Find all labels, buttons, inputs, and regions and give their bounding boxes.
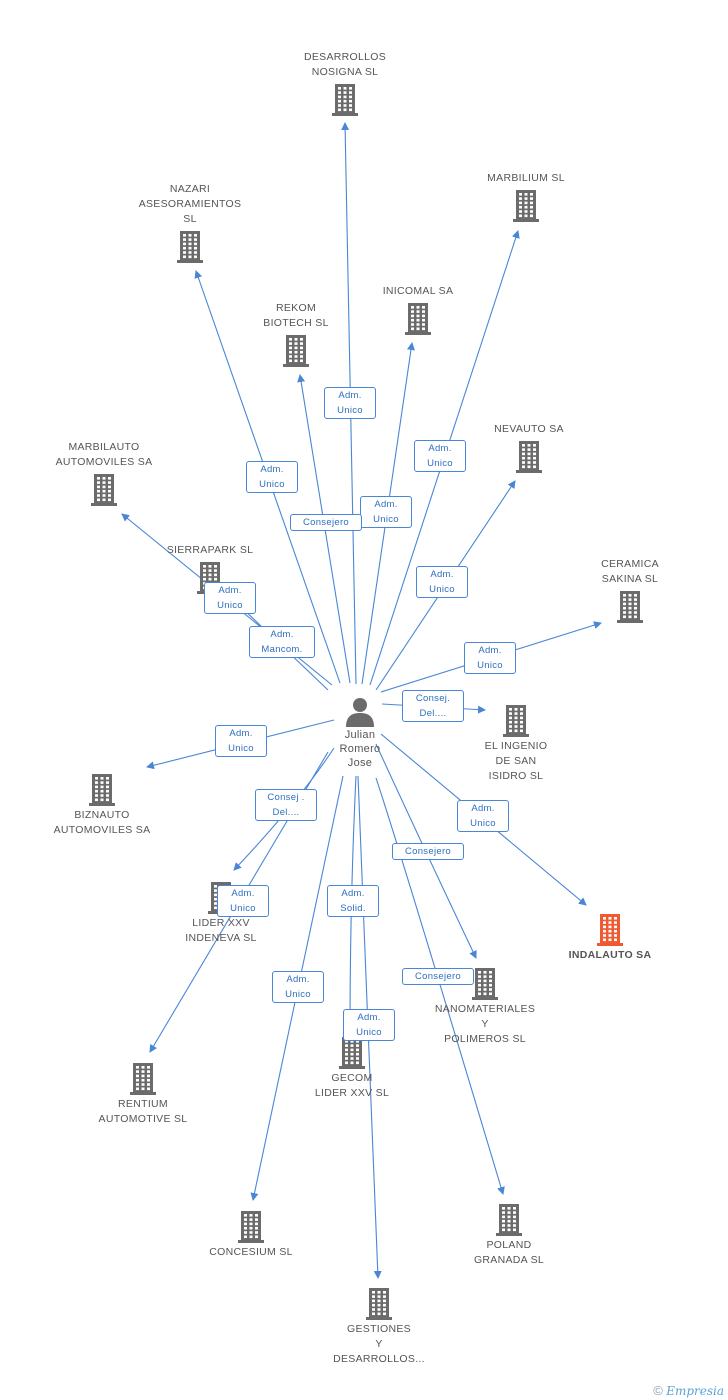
company-name: MARBILAUTO AUTOMOVILES SA (55, 441, 153, 468)
relation-label-marbilauto[interactable]: Adm. Mancom. (249, 626, 315, 658)
company-name: SIERRAPARK SL (166, 544, 254, 556)
building-icon (366, 1288, 392, 1320)
watermark: © Empresia (653, 1383, 724, 1398)
company-node-rentium[interactable]: RENTIUM AUTOMOTIVE SL (78, 1061, 208, 1127)
relation-label-rekom[interactable]: Consejero (290, 513, 362, 531)
building-icon (516, 441, 542, 473)
company-node-biznauto[interactable]: BIZNAUTO AUTOMOVILES SA (37, 772, 167, 838)
company-name: CONCESIUM SL (209, 1246, 293, 1258)
relation-label-desarrollos-nosigna[interactable]: Adm. Unico (324, 387, 376, 419)
company-node-nazari[interactable]: NAZARI ASESORAMIENTOS SL (125, 182, 255, 263)
relation-label-lider-indeneva[interactable]: Consej . Del.... (255, 789, 317, 821)
company-node-concesium[interactable]: CONCESIUM SL (186, 1209, 316, 1260)
company-name: REKOM BIOTECH SL (263, 302, 329, 329)
person-node[interactable]: Julian Romero Jose (320, 696, 400, 770)
company-node-rekom[interactable]: REKOM BIOTECH SL (231, 301, 361, 367)
relation-label-ingenio[interactable]: Consej. Del.... (402, 690, 464, 722)
relation-label-ceramica[interactable]: Adm. Unico (464, 642, 516, 674)
company-node-indalauto[interactable]: INDALAUTO SA (545, 912, 675, 963)
building-icon (503, 705, 529, 737)
relation-label-poland[interactable]: Consejero (402, 967, 474, 985)
building-icon (472, 968, 498, 1000)
building-icon (597, 914, 623, 946)
building-icon (496, 1204, 522, 1236)
relation-label-nazari[interactable]: Adm. Unico (246, 461, 298, 493)
relation-label-inicomal[interactable]: Adm. Unico (360, 496, 412, 528)
company-node-nanomateriales[interactable]: NANOMATERIALES Y POLIMEROS SL (420, 966, 550, 1047)
company-name: NANOMATERIALES Y POLIMEROS SL (434, 1003, 536, 1045)
company-name: INDALAUTO SA (568, 949, 652, 961)
company-name: POLAND GRANADA SL (473, 1239, 545, 1266)
company-name: CERAMICA SAKINA SL (601, 558, 659, 585)
building-icon (405, 303, 431, 335)
relation-label-indalauto[interactable]: Adm. Unico (457, 800, 509, 832)
building-icon (617, 591, 643, 623)
company-node-desarrollos-nosigna[interactable]: DESARROLLOS NOSIGNA SL (280, 50, 410, 116)
company-node-marbilauto[interactable]: MARBILAUTO AUTOMOVILES SA (39, 440, 169, 506)
person-icon (346, 698, 374, 727)
relation-label-rentium[interactable]: Adm. Unico (217, 885, 269, 917)
company-node-nevauto[interactable]: NEVAUTO SA (464, 422, 594, 473)
edge-rentium (149, 751, 329, 1053)
building-icon (513, 190, 539, 222)
building-icon (89, 774, 115, 806)
relation-label-nanomateriales[interactable]: Consejero (392, 842, 464, 860)
company-node-gecom[interactable]: GECOM LIDER XXV SL (287, 1035, 417, 1101)
company-node-ceramica[interactable]: CERAMICA SAKINA SL (565, 557, 695, 623)
company-name: LIDER XXV INDENEVA SL (185, 917, 257, 944)
building-icon (332, 84, 358, 116)
company-name: RENTIUM AUTOMOTIVE SL (98, 1098, 188, 1125)
edge-poland (375, 777, 505, 1195)
company-name: NEVAUTO SA (494, 423, 564, 435)
relation-label-marbilium[interactable]: Adm. Unico (414, 440, 466, 472)
company-node-marbilium[interactable]: MARBILIUM SL (461, 171, 591, 222)
company-name: BIZNAUTO AUTOMOVILES SA (53, 809, 151, 836)
company-node-ingenio[interactable]: EL INGENIO DE SAN ISIDRO SL (451, 703, 581, 784)
copyright-symbol: © (653, 1383, 663, 1398)
company-name: GESTIONES Y DESARROLLOS... (333, 1323, 425, 1365)
company-name: DESARROLLOS NOSIGNA SL (303, 51, 387, 78)
building-icon (339, 1037, 365, 1069)
company-node-gestiones[interactable]: GESTIONES Y DESARROLLOS... (314, 1286, 444, 1367)
relation-label-nevauto[interactable]: Adm. Unico (416, 566, 468, 598)
building-icon (283, 335, 309, 367)
building-icon (130, 1063, 156, 1095)
person-name: Julian Romero Jose (339, 729, 381, 769)
building-icon (238, 1211, 264, 1243)
relation-label-sierrapark[interactable]: Adm. Unico (204, 582, 256, 614)
company-name: INICOMAL SA (382, 285, 454, 297)
relation-label-concesium[interactable]: Adm. Unico (272, 971, 324, 1003)
building-icon (91, 474, 117, 506)
company-node-poland[interactable]: POLAND GRANADA SL (444, 1202, 574, 1268)
brand-logo: Empresia (666, 1384, 724, 1398)
company-name: MARBILIUM SL (487, 172, 565, 184)
building-icon (177, 231, 203, 263)
company-name: EL INGENIO DE SAN ISIDRO SL (484, 740, 548, 782)
company-node-inicomal[interactable]: INICOMAL SA (353, 284, 483, 335)
relation-label-gecom[interactable]: Adm. Solid. (327, 885, 379, 917)
relation-label-gestiones[interactable]: Adm. Unico (343, 1009, 395, 1041)
company-name: GECOM LIDER XXV SL (314, 1072, 390, 1099)
company-name: NAZARI ASESORAMIENTOS SL (138, 183, 242, 225)
relation-label-biznauto[interactable]: Adm. Unico (215, 725, 267, 757)
